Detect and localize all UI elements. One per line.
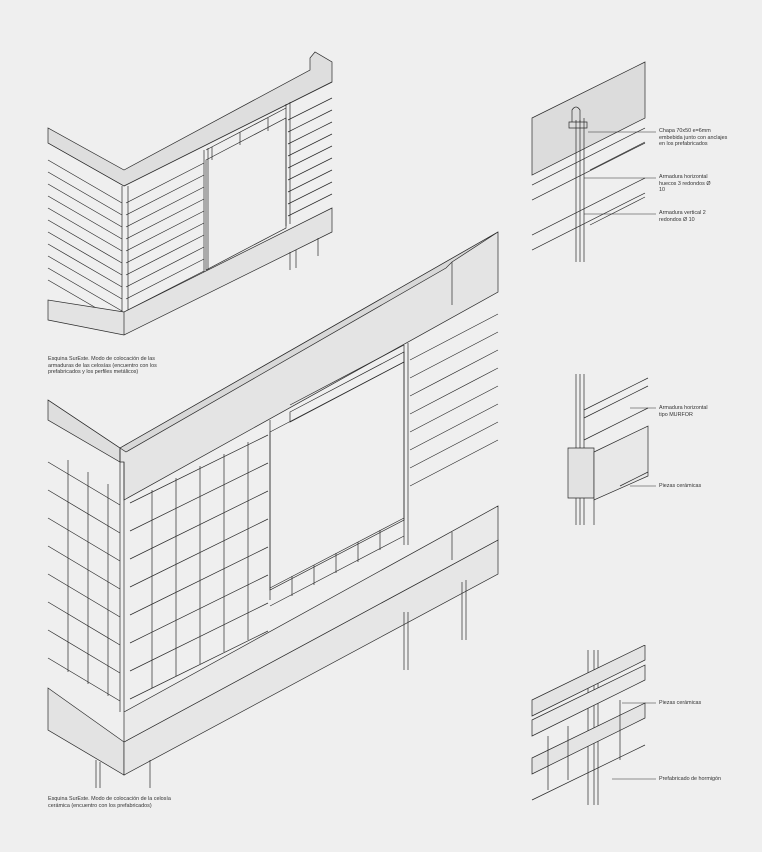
detail-2-drawing [560,370,660,530]
front-ceramic-lattice [130,435,268,699]
detail-1-precast-beam [532,62,645,175]
bottom-view-caption: Esquina SurEste. Modo de colocación de l… [48,796,171,809]
left-ceramic-lattice [48,460,120,701]
window-header [290,352,404,422]
window-opening [206,118,286,270]
detail-2-ceramic-piece [568,448,594,498]
detail-1-label-horizontal: Armadura horizontal huecos 3 redondos Ø … [659,174,711,194]
front-wall-slats-right [288,98,332,216]
right-armature-slats [410,314,498,486]
top-view-caption: Esquina SurEste. Modo de colocación de l… [48,356,157,376]
window-sill-units [270,518,404,606]
detail-3-drawing [528,645,648,810]
bottom-axonometric-drawing [44,228,504,788]
detail-3-label-precast: Prefabricado de hormigón [659,776,722,782]
detail-1-label-vertical: Armadura vertical 2 redondos Ø 10 [659,210,706,223]
detail-3-label-ceramic: Piezas cerámicas [659,700,702,706]
detail-1-drawing [528,60,648,270]
top-axonometric-drawing [40,45,340,355]
detail-1-label-plate: Chapa 70x50 e=6mm embebida junto con anc… [659,128,728,148]
detail-2-label-murfor: Armadura horizontal tipo MURFOR [659,405,708,418]
detail-2-label-ceramic: Piezas cerámicas [659,483,702,489]
